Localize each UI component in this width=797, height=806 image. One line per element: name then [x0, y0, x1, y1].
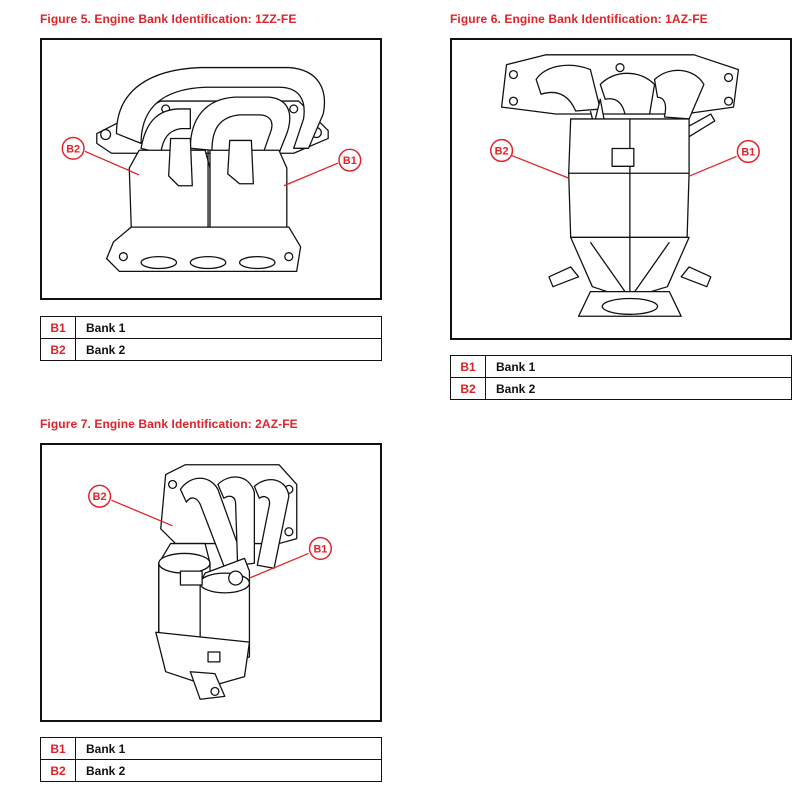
figure-6-legend: B1 Bank 1 B2 Bank 2	[450, 355, 792, 400]
figure-5-legend: B1 Bank 1 B2 Bank 2	[40, 316, 382, 361]
legend-row: B2 Bank 2	[40, 759, 382, 782]
callout-b1-label: B1	[741, 146, 755, 158]
figure-5-drawing: B2 B1	[61, 66, 362, 273]
callout-b1-label: B1	[343, 155, 357, 167]
legend-row: B2 Bank 2	[40, 338, 382, 361]
legend-label: Bank 1	[75, 316, 382, 339]
figure-6-title: Figure 6. Engine Bank Identification: 1A…	[450, 12, 708, 26]
legend-code: B2	[450, 377, 486, 400]
legend-row: B2 Bank 2	[450, 377, 792, 400]
figure-6-drawing: B2 B1	[490, 54, 760, 317]
callout-b2: B2	[61, 136, 140, 176]
legend-code: B1	[450, 355, 486, 378]
legend-code: B1	[40, 316, 76, 339]
exhaust-manifold-2az	[155, 464, 298, 700]
figure-7-title: Figure 7. Engine Bank Identification: 2A…	[40, 417, 298, 431]
legend-label: Bank 2	[75, 338, 382, 361]
figure-5-title: Figure 5. Engine Bank Identification: 1Z…	[40, 12, 297, 26]
exhaust-manifold-1az	[500, 54, 740, 317]
figure-7-frame: B2 B1	[40, 443, 382, 722]
exhaust-manifold-1zz	[96, 66, 329, 273]
figure-7-legend: B1 Bank 1 B2 Bank 2	[40, 737, 382, 782]
callout-b2-label: B2	[93, 491, 107, 503]
legend-row: B1 Bank 1	[40, 316, 382, 339]
legend-label: Bank 2	[485, 377, 792, 400]
callout-b1: B1	[249, 536, 332, 579]
legend-code: B2	[40, 759, 76, 782]
callout-b2-label: B2	[495, 145, 509, 157]
callout-b1: B1	[283, 148, 362, 187]
legend-code: B2	[40, 338, 76, 361]
callout-b1-label: B1	[313, 543, 327, 555]
legend-label: Bank 1	[75, 737, 382, 760]
callout-b2-label: B2	[66, 143, 80, 155]
callout-b2: B2	[490, 138, 569, 179]
legend-row: B1 Bank 1	[40, 737, 382, 760]
callout-b2: B2	[88, 484, 173, 527]
figure-7-drawing: B2 B1	[88, 464, 332, 700]
figure-5-frame: B2 B1	[40, 38, 382, 300]
callout-b1: B1	[688, 139, 760, 177]
legend-code: B1	[40, 737, 76, 760]
figure-6-frame: B2 B1	[450, 38, 792, 340]
legend-label: Bank 1	[485, 355, 792, 378]
legend-label: Bank 2	[75, 759, 382, 782]
legend-row: B1 Bank 1	[450, 355, 792, 378]
